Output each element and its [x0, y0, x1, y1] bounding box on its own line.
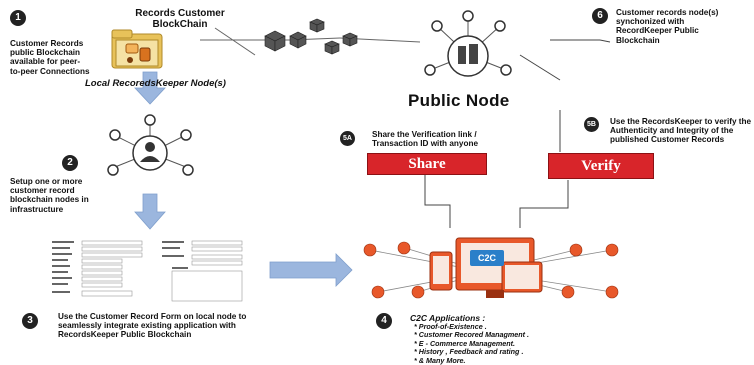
- step-5b-badge: 5B: [584, 117, 599, 132]
- c2c-devices: C2C: [428, 232, 546, 300]
- step-5a-badge: 5A: [340, 131, 355, 146]
- c2c-applications-title: C2C Applications :: [410, 313, 486, 323]
- records-blockchain-title: Records Customer BlockChain: [135, 8, 225, 30]
- step-5a-text: Share the Verification link / Transactio…: [372, 130, 479, 149]
- list-item: * & Many More.: [414, 355, 466, 365]
- public-node-label: Public Node: [408, 91, 510, 110]
- verify-button[interactable]: Verify: [548, 153, 654, 179]
- customer-record-form: [22, 235, 262, 307]
- step-2-badge: 2: [62, 155, 78, 171]
- step-4-badge: 4: [376, 313, 392, 329]
- step-3-text: Use the Customer Record Form on local no…: [58, 312, 247, 340]
- public-node-icon: [424, 10, 512, 77]
- app-icons-cluster: [363, 241, 619, 299]
- step-3-badge: 3: [22, 313, 38, 329]
- list-item: * E - Commerce Management.: [414, 338, 516, 348]
- local-node-label: Local RecoredsKeeper Node(s): [85, 78, 226, 89]
- arrow-down-2: [134, 193, 166, 230]
- list-item: * Customer Recored Managment .: [414, 330, 530, 340]
- step-1-badge: 1: [10, 10, 26, 26]
- form-fields-icon: [52, 240, 243, 302]
- chain-blocks-icon: [264, 18, 358, 55]
- list-item: * Proof-of-Existence .: [414, 322, 487, 331]
- c2c-applications-list: * Proof-of-Existence . * Customer Recore…: [414, 322, 614, 365]
- share-button[interactable]: Share: [367, 153, 487, 175]
- arrow-down-1: [134, 71, 166, 105]
- step-2-text: Setup one or more customer record blockc…: [10, 177, 89, 214]
- step-6-text: Customer records node(s) synchonized wit…: [616, 8, 719, 45]
- c2c-badge: C2C: [470, 250, 504, 266]
- step-1-text: Customer Records public Blockchain avail…: [10, 39, 90, 76]
- list-item: * History , Feedback and rating .: [414, 347, 524, 357]
- step-5b-text: Use the RecordsKeeper to verify the Auth…: [610, 117, 752, 145]
- step-6-badge: 6: [592, 8, 608, 24]
- blockchain-folder-icon: [111, 29, 163, 69]
- arrow-right-form: [269, 253, 353, 287]
- local-node-icon: [107, 114, 194, 176]
